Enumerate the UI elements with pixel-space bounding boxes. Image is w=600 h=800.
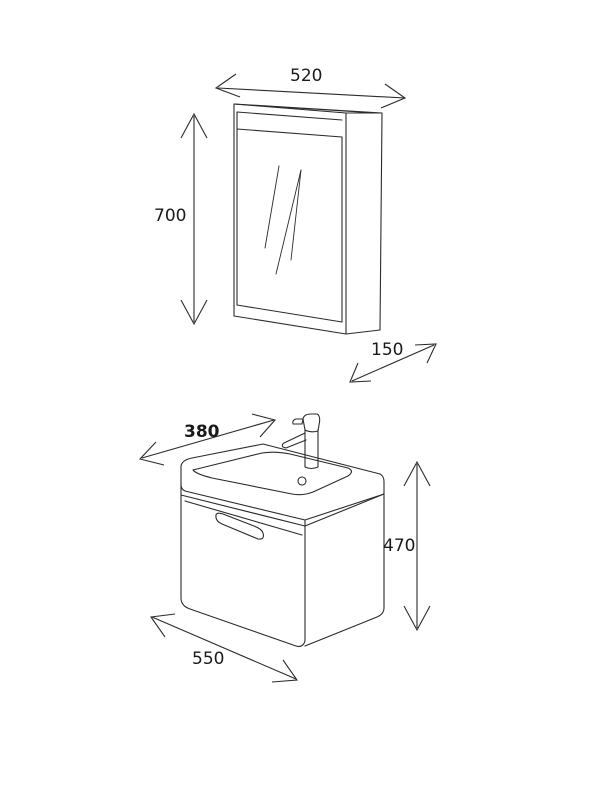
dim-arrowhead-left — [138, 441, 165, 466]
dim-arrowhead-bottom — [403, 605, 431, 632]
vanity-unit — [180, 413, 385, 647]
cabinet-side-panel — [345, 112, 383, 335]
mirror-cabinet — [233, 103, 383, 335]
basin-bowl — [192, 451, 353, 496]
dim-arrow — [141, 419, 275, 459]
dim-cabinet-height: 700 — [154, 112, 208, 326]
dim-arrowhead-left — [150, 613, 176, 638]
cabinet-height-label: 700 — [154, 206, 186, 226]
basin-top-outline — [180, 443, 385, 521]
vanity-side — [304, 493, 385, 647]
cabinet-door-panel — [236, 128, 343, 323]
dim-arrow — [151, 616, 297, 680]
dim-arrowhead-left — [214, 73, 241, 98]
drawer-handle — [215, 512, 264, 540]
dim-vanity-depth: 380 — [138, 413, 277, 466]
dim-arrowhead-right — [251, 413, 277, 438]
dim-arrowhead-right — [271, 659, 299, 683]
dim-arrowhead-bottom — [180, 299, 208, 326]
dim-arrowhead-right — [380, 83, 407, 109]
vanity-width-label: 550 — [192, 649, 224, 669]
dim-vanity-width: 550 — [150, 613, 299, 683]
faucet-body — [304, 429, 319, 470]
vanity-height-label: 470 — [383, 536, 415, 556]
faucet-lever — [292, 418, 304, 425]
faucet-top — [302, 413, 321, 433]
cabinet-door-inner — [236, 111, 343, 130]
mirror-reflection-2 — [275, 169, 302, 275]
dim-arrow — [351, 344, 435, 382]
mirror-reflection-3 — [290, 169, 302, 261]
dim-arrowhead-right — [414, 343, 437, 364]
vanity-body — [180, 494, 306, 647]
dim-arrowhead-left — [349, 362, 372, 383]
drawer-top-line — [184, 500, 303, 536]
basin-front-lip — [180, 484, 306, 527]
dim-vanity-height: 470 — [383, 460, 431, 632]
cabinet-width-label: 520 — [290, 66, 322, 86]
dim-arrowhead-top — [403, 460, 431, 487]
dim-arrowhead-top — [180, 112, 208, 139]
cabinet-front-frame — [233, 103, 347, 335]
drain — [297, 476, 307, 486]
dim-cabinet-width: 520 — [214, 66, 407, 109]
dim-arrow — [217, 87, 406, 99]
cabinet-depth-label: 150 — [371, 340, 403, 360]
vanity-depth-label: 380 — [184, 422, 220, 442]
faucet-spout — [281, 432, 307, 449]
dim-cabinet-depth: 150 — [349, 340, 437, 383]
mirror-reflection-1 — [264, 165, 280, 249]
